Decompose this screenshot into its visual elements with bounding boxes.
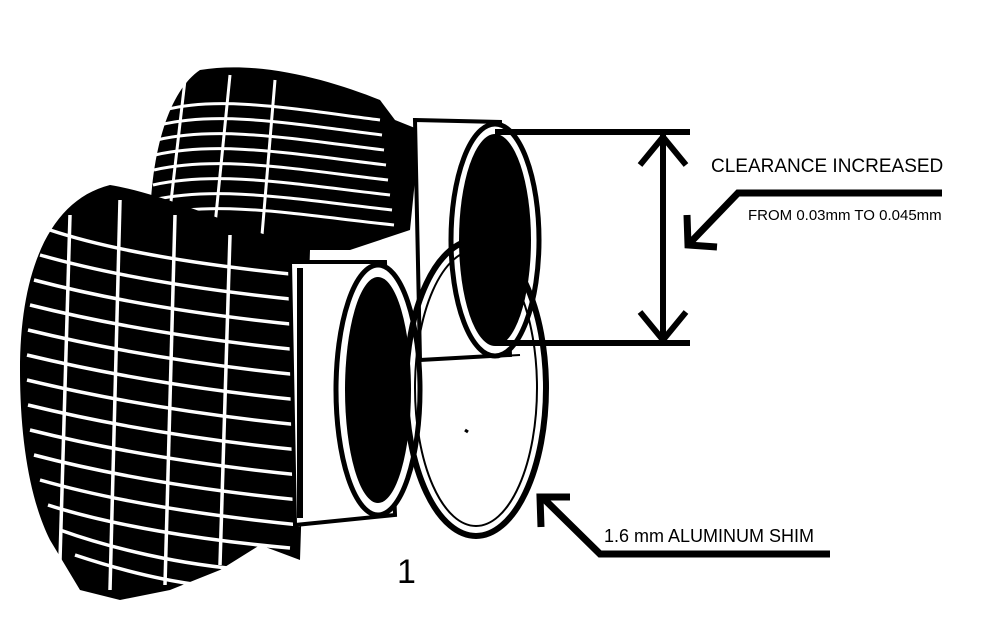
rear-cylinder-fins [150, 67, 420, 250]
front-cylinder-fins [20, 185, 310, 600]
figure-number: 1 [397, 553, 416, 591]
aluminum-shim [403, 237, 549, 539]
clearance-dimension [495, 129, 690, 346]
clearance-title: CLEARANCE INCREASED [711, 156, 944, 177]
clearance-detail: FROM 0.03mm TO 0.045mm [748, 207, 942, 224]
clearance-leader-arrow [683, 189, 942, 251]
shim-leader-arrow [536, 493, 830, 558]
shim-label: 1.6 mm ALUMINUM SHIM [604, 526, 815, 546]
front-cylinder-sleeve [287, 260, 423, 528]
